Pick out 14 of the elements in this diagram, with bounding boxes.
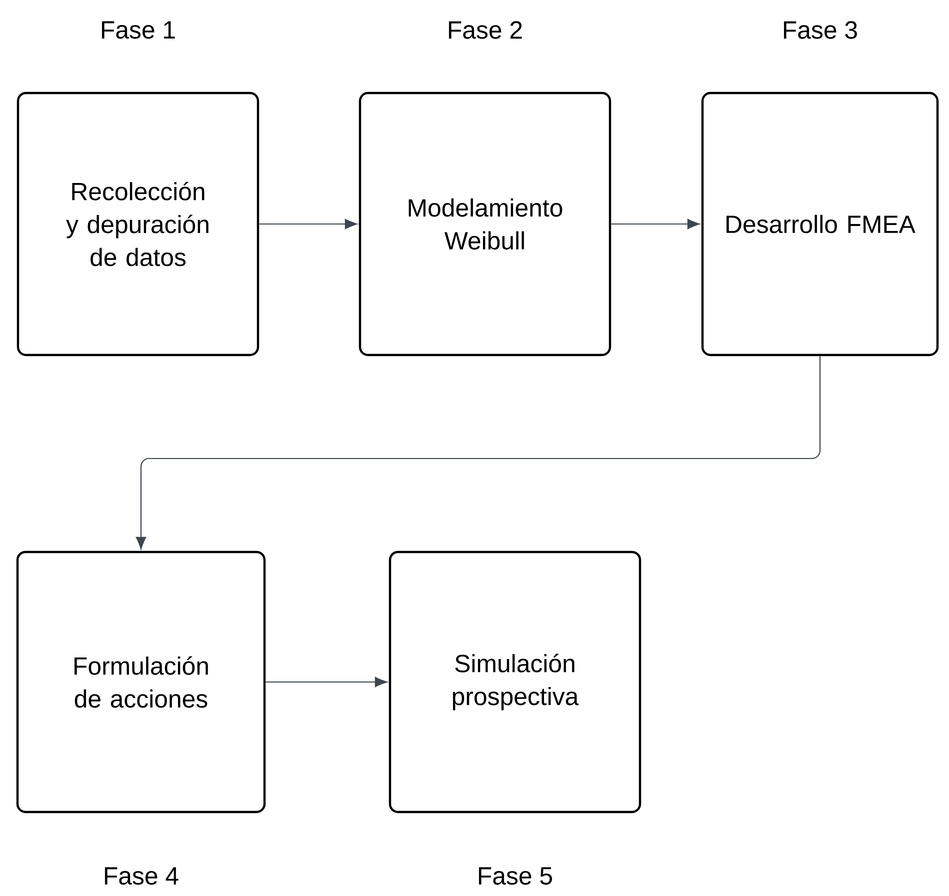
phase-label: Fase 5 <box>478 867 552 885</box>
arrow <box>266 676 388 688</box>
phase-label: Fase 3 <box>784 21 857 39</box>
arrow <box>136 356 821 550</box>
process-box: Modelamiento Weibull <box>358 92 612 356</box>
process-box: Simulación prospectiva <box>388 550 642 814</box>
process-box: Recolección y depuración de datos <box>16 92 260 356</box>
arrow <box>611 218 700 230</box>
phase-label: Fase 1 <box>102 21 175 39</box>
process-box: Desarrollo FMEA <box>701 92 939 356</box>
process-box: Formulación de acciones <box>16 550 266 814</box>
phase-label: Fase 2 <box>448 21 522 39</box>
arrow <box>259 218 358 230</box>
phase-label: Fase 4 <box>104 867 178 885</box>
